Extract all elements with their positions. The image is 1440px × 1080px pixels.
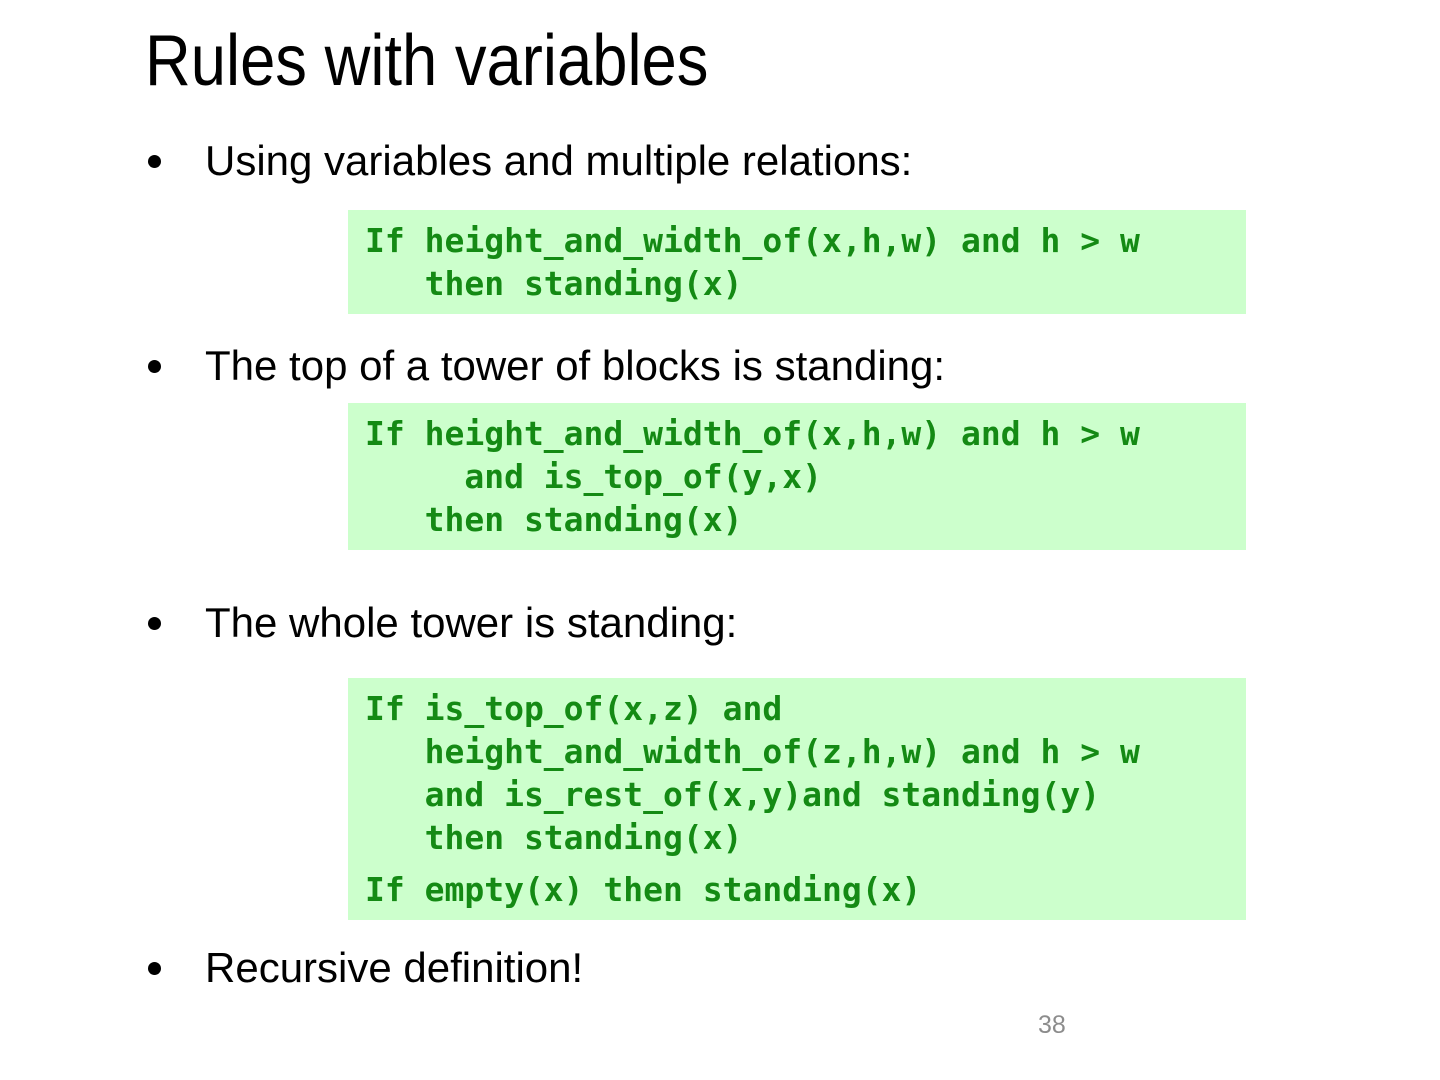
bullet-icon [148,962,161,975]
bullet-item-recursive-definition: Recursive definition! [148,943,583,993]
bullet-item-using-variables: Using variables and multiple relations: [148,136,912,186]
code-line: and is_top_of(y,x) [365,457,822,496]
bullet-item-top-of-tower: The top of a tower of blocks is standing… [148,341,945,391]
bullet-label: Recursive definition! [205,944,584,991]
page-number: 38 [1038,1011,1066,1039]
code-line: If is_top_of(x,z) and [365,689,783,728]
bullet-icon [148,617,161,630]
code-box-single-relation: If height_and_width_of(x,h,w) and h > w … [348,210,1246,314]
code-line: then standing(x) [365,500,743,539]
code-line: If empty(x) then standing(x) [365,870,922,909]
bullet-icon [148,155,161,168]
bullet-icon [148,360,161,373]
code-line: then standing(x) [365,264,743,303]
code-box-top-of-tower: If height_and_width_of(x,h,w) and h > w … [348,403,1246,550]
bullet-label: Using variables and multiple relations: [205,137,913,184]
code-box-whole-tower: If is_top_of(x,z) and height_and_width_o… [348,678,1246,920]
code-line: and is_rest_of(x,y)and standing(y) [365,775,1101,814]
bullet-label: The whole tower is standing: [205,599,738,646]
code-line: then standing(x) [365,818,743,857]
bullet-item-whole-tower: The whole tower is standing: [148,598,737,648]
bullet-label: The top of a tower of blocks is standing… [205,342,946,389]
page-title: Rules with variables [145,21,785,101]
code-line: If height_and_width_of(x,h,w) and h > w [365,414,1140,453]
page-title-text: Rules with variables [145,21,709,101]
code-line: If height_and_width_of(x,h,w) and h > w [365,221,1140,260]
code-line: height_and_width_of(z,h,w) and h > w [365,732,1140,771]
